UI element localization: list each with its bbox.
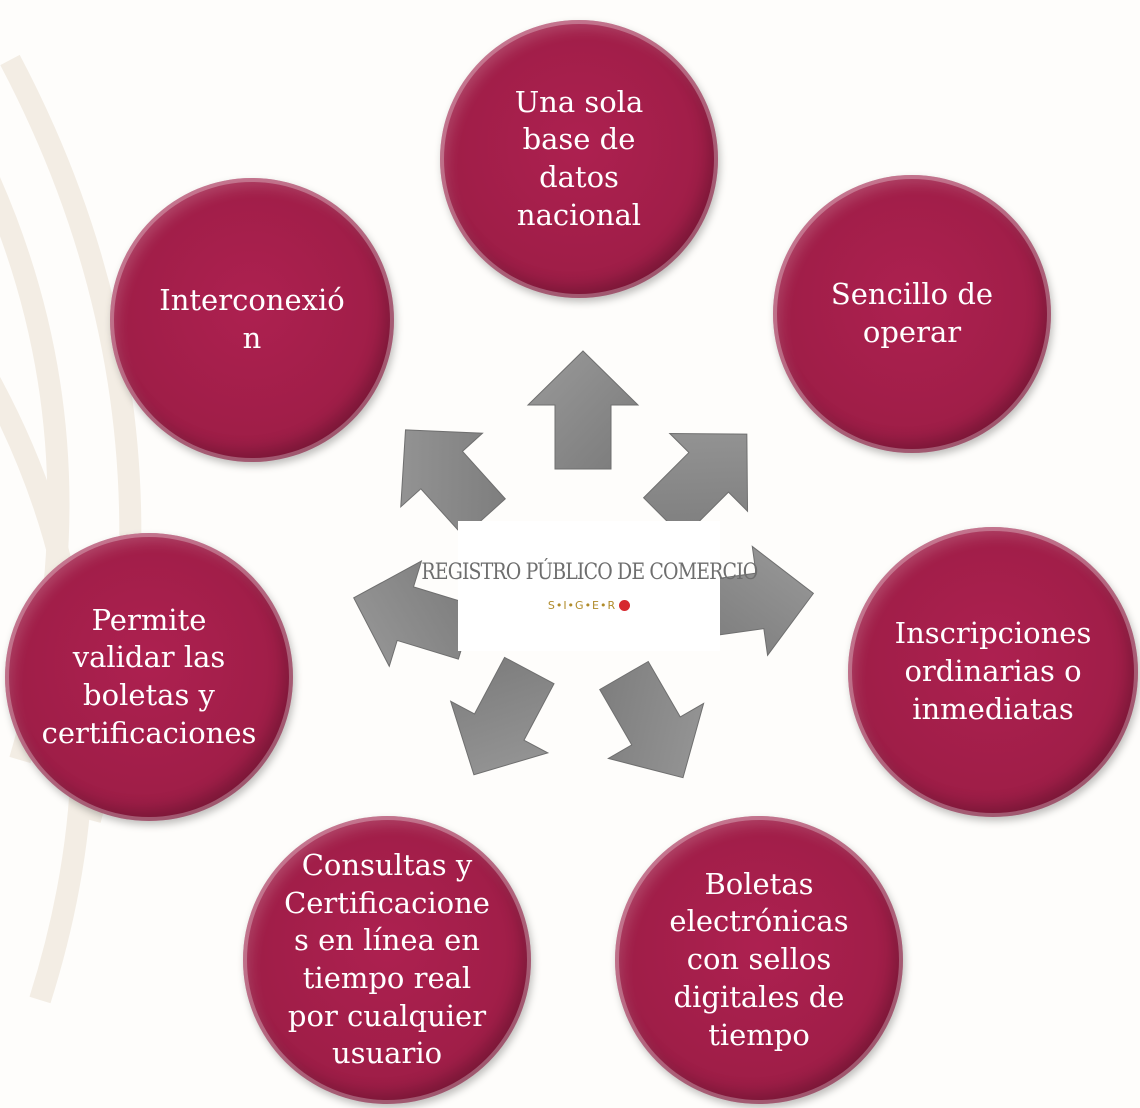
block-arrow-icon: [526, 350, 640, 470]
feature-bubble-interconexion: Interconexió n: [110, 178, 394, 462]
red-dot-icon: [619, 600, 631, 611]
feature-text: Interconexió n: [159, 283, 345, 355]
feature-bubble-sencillo: Sencillo de operar: [773, 175, 1051, 453]
block-arrow-icon: [400, 429, 506, 538]
block-arrow-icon: [642, 432, 749, 539]
feature-text: Permite validar las boletas y certificac…: [41, 602, 257, 750]
feature-text: Sencillo de operar: [830, 277, 994, 349]
block-arrow-icon: [449, 656, 555, 776]
logo-subtitle: S•I•G•E•R: [547, 599, 631, 612]
feature-bubble-inscripciones: Inscripciones ordinarias o inmediatas: [848, 527, 1138, 817]
feature-text: Boletas electrónicas con sellos digitale…: [669, 866, 849, 1052]
feature-text: Inscripciones ordinarias o inmediatas: [894, 616, 1092, 726]
logo-subtitle-text: S•I•G•E•R: [547, 599, 617, 612]
feature-text: Una sola base de datos nacional: [514, 84, 644, 232]
block-arrow-icon: [599, 660, 705, 779]
feature-bubble-boletas: Boletas electrónicas con sellos digitale…: [615, 816, 903, 1104]
feature-bubble-consultas: Consultas y Certificacione s en línea en…: [243, 816, 531, 1104]
feature-bubble-permite: Permite validar las boletas y certificac…: [5, 533, 293, 821]
feature-bubble-base-datos: Una sola base de datos nacional: [440, 20, 718, 298]
logo-title: REGISTRO PÚBLICO DE COMERCIO: [420, 560, 758, 585]
feature-text: Consultas y Certificacione s en línea en…: [284, 847, 490, 1071]
center-logo: REGISTRO PÚBLICO DE COMERCIO S•I•G•E•R: [421, 521, 758, 651]
